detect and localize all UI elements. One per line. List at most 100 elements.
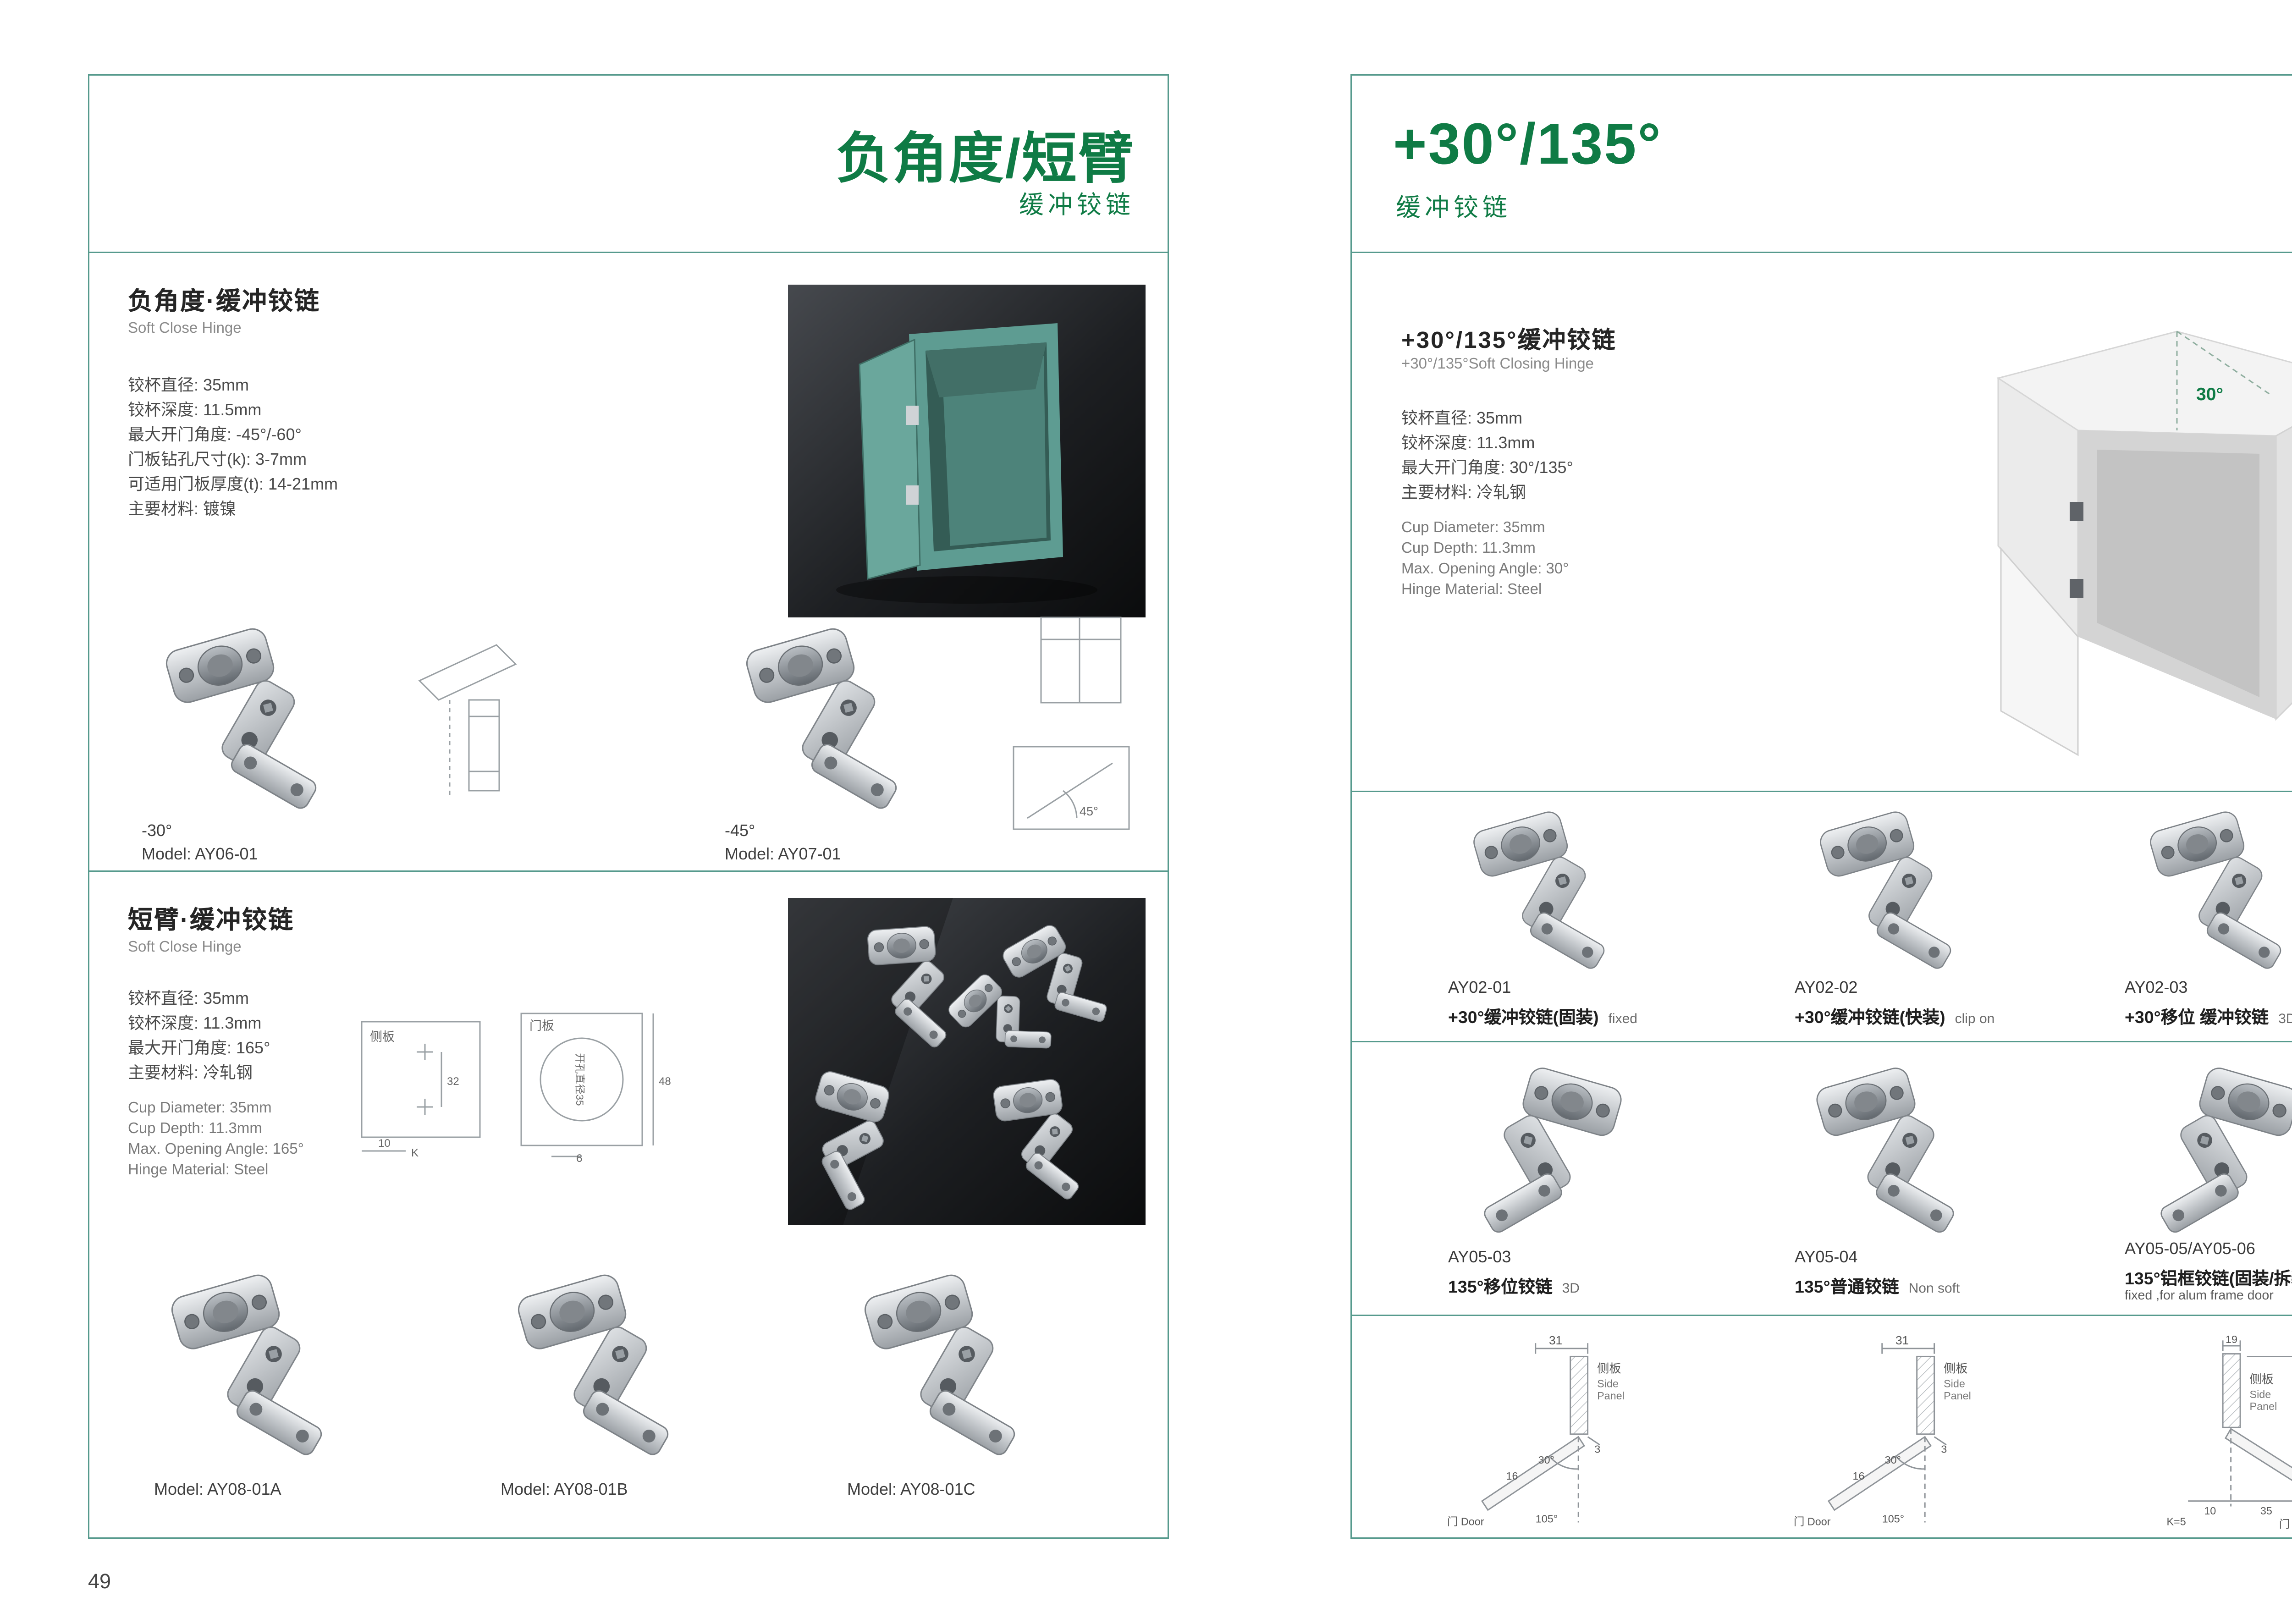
page-49: 负角度/短臂 缓冲铰链 负角度·缓冲铰链 Soft Close Hinge 铰杯… [88, 74, 1169, 1539]
angle-105: 105° [1882, 1513, 1904, 1525]
product-name: 135°普通铰链 Non soft [1795, 1272, 1960, 1298]
spec-line: 主要材料: 镀镍 [128, 499, 237, 518]
render-angle-label: 30° [2196, 385, 2223, 404]
angle-30: 30° [1885, 1454, 1901, 1466]
panel-label-cn: 侧板 [1944, 1361, 1968, 1375]
angle-30: 30° [1538, 1454, 1554, 1466]
product-tag: Non soft [1908, 1282, 1960, 1297]
door-panel-label: 门板 [529, 1019, 554, 1033]
product-name-text: 135°普通铰链 [1795, 1277, 1899, 1297]
install-diagram-1: 31 侧板 Side Panel 30° 3 16 105° 门 Door [1447, 1333, 1625, 1527]
spec-list-cn: 铰杯直径: 35mm 铰杯深度: 11.3mm 最大开门角度: 30°/135°… [1401, 406, 1573, 505]
spec-line: 门板钻孔尺寸(k): 3-7mm [128, 450, 307, 469]
product-name-text: 135°铝框铰链(固装/拆装) [2125, 1269, 2292, 1288]
hinge-photo-ay02-01 [1470, 809, 1607, 972]
spec-line: 最大开门角度: 165° [128, 1038, 270, 1057]
panel-label-en2: Panel [1597, 1390, 1625, 1402]
spec-line: 铰杯深度: 11.3mm [128, 1013, 262, 1033]
product-code: AY05-03 [1448, 1247, 1511, 1266]
product-code: AY02-02 [1795, 978, 1858, 997]
dim-k5: K=5 [2166, 1515, 2186, 1527]
angle-105: 105° [1536, 1513, 1558, 1525]
spec-line: Hinge Material: Steel [128, 1162, 269, 1178]
dim-48: 48 [659, 1075, 671, 1088]
spec-line: 主要材料: 冷轧钢 [1401, 483, 1526, 502]
product-angle: -30° [142, 821, 172, 840]
spec-list-en: Cup Diameter: 35mm Cup Depth: 11.3mm Max… [1401, 518, 1569, 601]
spec-list-cn: 铰杯直径: 35mm 铰杯深度: 11.3mm 最大开门角度: 165° 主要材… [128, 986, 270, 1085]
product-name-text: +30°缓冲铰链(快装) [1795, 1008, 1945, 1027]
dim-16: 16 [1506, 1470, 1518, 1482]
section-heading-en: Soft Close Hinge [128, 939, 242, 956]
product-tag: 3D [2278, 1012, 2292, 1027]
section-heading: 短臂·缓冲铰链 [128, 906, 294, 934]
panel-label-en2: Panel [2250, 1400, 2277, 1412]
spec-line: 最大开门角度: -45°/-60° [128, 425, 302, 444]
product-code: AY02-01 [1448, 978, 1511, 997]
hinge-photo-ay05-05 [2158, 1064, 2292, 1236]
hinge-photo-ay07 [743, 625, 900, 812]
product-model: Model: AY08-01B [501, 1480, 628, 1499]
spec-line: Max. Opening Angle: 165° [128, 1141, 304, 1158]
page-title: 负角度/短臂 [836, 129, 1135, 190]
panel-label-en2: Panel [1944, 1390, 1971, 1402]
product-name: 135°移位铰链 3D [1448, 1272, 1580, 1298]
product-angle: -45° [725, 821, 755, 840]
header-rule [89, 252, 1168, 253]
panel-label-cn: 侧板 [1597, 1361, 1621, 1375]
spec-line: 主要材料: 冷轧钢 [128, 1063, 253, 1082]
door-label: 门 Door [1447, 1515, 1484, 1527]
hinge-photo-ay02-03 [2147, 809, 2284, 972]
spec-line: Hinge Material: Steel [1401, 582, 1542, 598]
page-subtitle: 缓冲铰链 [1019, 191, 1135, 219]
product-name-text: 135°移位铰链 [1448, 1277, 1553, 1297]
section-heading: +30°/135°缓冲铰链 [1401, 327, 1617, 353]
hinge-photo-ay05-03 [1481, 1064, 1625, 1236]
hinge-photo-ay08b [514, 1271, 672, 1459]
row-divider [1352, 1315, 2292, 1316]
product-model: Model: AY07-01 [725, 844, 841, 864]
dim-32: 32 [447, 1075, 459, 1088]
dim-31: 31 [1895, 1333, 1909, 1347]
dim-35: 35 [2260, 1505, 2272, 1517]
panel-label-en1: Side [2250, 1388, 2271, 1400]
install-diagram-2: 31 侧板 Side Panel 30° 3 16 105° 门 Door [1794, 1333, 1971, 1527]
page-title: +30°/135° [1393, 111, 1662, 176]
dim-16: 16 [1853, 1470, 1865, 1482]
hinge-photo-ay08c [861, 1271, 1018, 1459]
door-label: 门 Door [2279, 1518, 2292, 1530]
hinge-photo-ay05-04 [1813, 1064, 1957, 1236]
page-number-left: 49 [88, 1570, 111, 1594]
spec-line: Cup Depth: 11.3mm [128, 1121, 262, 1137]
product-tag: fixed [1608, 1012, 1637, 1027]
spec-line: 铰杯直径: 35mm [1401, 408, 1523, 428]
product-code: AY05-04 [1795, 1247, 1858, 1266]
product-tag: clip on [1955, 1012, 1995, 1027]
dim-3: 3 [1941, 1443, 1947, 1455]
product-tag: 3D [1562, 1282, 1580, 1297]
dim-19: 19 [2226, 1333, 2237, 1345]
panel-label-en1: Side [1944, 1378, 1965, 1390]
corner-cabinet-render: 30° [1916, 296, 2292, 758]
spec-line: Cup Diameter: 35mm [128, 1100, 272, 1117]
drawing-angle-label: 45° [1080, 804, 1098, 818]
spec-list: 铰杯直径: 35mm 铰杯深度: 11.5mm 最大开门角度: -45°/-60… [128, 373, 338, 521]
spec-line: Max. Opening Angle: 30° [1401, 561, 1569, 578]
section-heading: 负角度·缓冲铰链 [128, 287, 320, 315]
row-divider [1352, 791, 2292, 792]
product-name-text: +30°缓冲铰链(固装) [1448, 1008, 1599, 1027]
tech-drawing-ay07: 45° [1013, 617, 1130, 830]
spec-line: 铰杯深度: 11.3mm [1401, 433, 1535, 452]
product-name: +30°移位 缓冲铰链3D [2125, 1002, 2292, 1029]
spec-line: 最大开门角度: 30°/135° [1401, 458, 1573, 477]
spec-line: Cup Depth: 11.3mm [1401, 540, 1536, 557]
row-divider [1352, 1041, 2292, 1042]
panel-label-en1: Side [1597, 1378, 1619, 1390]
section-heading-en: Soft Close Hinge [128, 320, 242, 337]
dim-10: 10 [2204, 1505, 2216, 1517]
hinge-photo-ay06 [162, 625, 320, 812]
product-name: +30°缓冲铰链(快装) clip on [1795, 1002, 1994, 1029]
product-name: +30°缓冲铰链(固装) fixed [1448, 1002, 1637, 1029]
hinge-group-photo [788, 898, 1146, 1225]
